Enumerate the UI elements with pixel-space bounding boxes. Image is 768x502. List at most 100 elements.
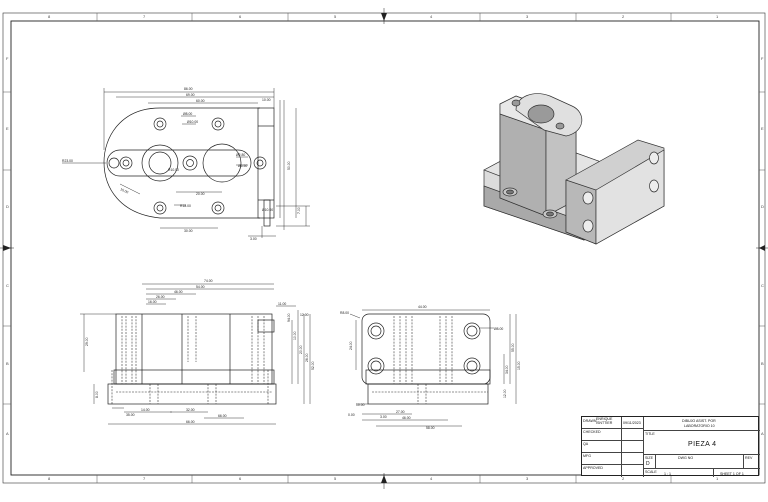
zone-label: 8: [48, 476, 51, 481]
qa-cell: QA: [582, 441, 622, 453]
zone-label: B: [6, 361, 9, 366]
dim-label: 11.00: [278, 302, 286, 306]
dim-label: 15.00: [517, 361, 521, 370]
mfg-date-cell: [622, 453, 644, 465]
zone-ticks: [3, 13, 765, 483]
dim-label: 74.00: [204, 279, 213, 283]
dim-label: 46.00: [174, 290, 183, 294]
rev-label: REV: [745, 456, 753, 460]
size-value: D: [646, 461, 650, 467]
drawn-name: ENRIQUE ISNTTIER: [596, 417, 613, 425]
approved-cell: APPROVED: [582, 465, 622, 477]
dim-label: R23.00: [62, 159, 73, 163]
sheet-number: SHEET 1 OF 1: [720, 472, 744, 476]
dim-label: Ø10.00: [187, 120, 198, 124]
zone-label: C: [6, 283, 9, 288]
zone-label: B: [761, 361, 764, 366]
zone-label: 5: [334, 476, 337, 481]
dim-label: R8.00: [340, 311, 349, 315]
drawn-date: 09/11/2023: [623, 421, 641, 425]
dim-label: 94.00: [287, 313, 291, 322]
zone-label: F: [761, 56, 764, 61]
dim-label: 30.00: [184, 229, 193, 233]
dim-label: 86.00: [184, 87, 193, 91]
front-view-dim-text: 74.00 54.00 46.00 26.00 16.00 11.00 29.0…: [85, 279, 315, 424]
dim-label: Ø6.50: [238, 164, 247, 168]
zone-label: 7: [143, 476, 146, 481]
scale-cell: SCALE 1 : 1: [644, 469, 714, 477]
zone-label: F: [6, 56, 9, 61]
dim-label: 58.00: [426, 426, 435, 430]
title-cell: TITLE PIEZA 4: [644, 431, 760, 455]
dim-label: 29.00: [85, 337, 89, 346]
dim-label: 26.00: [156, 295, 165, 299]
checked-cell: CHECKED: [582, 429, 622, 441]
dim-label: 20.00: [299, 345, 303, 354]
dwg-label: DWG NO: [678, 456, 694, 460]
company-cell: DIBUJO ASIST. POR LABORATORIO 10: [644, 417, 760, 431]
dim-label: 54.00: [196, 285, 205, 289]
dim-label: 24.00: [349, 341, 353, 350]
dim-label: Ø8.00: [494, 327, 503, 331]
title-label: TITLE: [645, 432, 655, 436]
zone-label: 1: [716, 14, 719, 19]
mfg-label: MFG: [583, 454, 591, 458]
dim-label: 8.00: [95, 391, 99, 398]
dim-label: 20.00: [196, 192, 205, 196]
title-block: DRAWN ENRIQUE ISNTTIER 09/11/2023 CHECKE…: [581, 416, 760, 477]
sheet-cell: SHEET 1 OF 1: [714, 469, 760, 477]
dim-label: 3.00: [250, 237, 257, 241]
inner-border: [10, 20, 760, 476]
drawn-cell: DRAWN ENRIQUE ISNTTIER: [582, 417, 622, 429]
dim-label: 35.00: [126, 413, 135, 417]
dim-label: 60.00: [196, 99, 205, 103]
dim-label: 14.00: [141, 408, 150, 412]
dim-label: 3.00: [380, 415, 387, 419]
dim-label: 46.00: [402, 416, 411, 420]
zone-label: D: [761, 204, 764, 209]
dim-label: 44.00: [418, 305, 427, 309]
dim-label: 69.00: [186, 93, 195, 97]
size-label: SIZE: [645, 456, 653, 460]
dim-label: 66.00: [186, 420, 195, 424]
zone-label: C: [761, 283, 764, 288]
company-line2: LABORATORIO 10: [684, 424, 715, 428]
zone-label: 3: [526, 14, 529, 19]
dim-label: 10.00: [356, 403, 365, 407]
zone-label: E: [6, 126, 9, 131]
checked-label: CHECKED: [583, 430, 601, 434]
qa-date-cell: [622, 441, 644, 453]
zone-label: 2: [622, 14, 625, 19]
approved-date-cell: [622, 465, 644, 477]
dim-label: Ø8.00: [183, 112, 192, 116]
dim-label: 27.00: [396, 410, 405, 414]
top-view-dim-text: 86.00 69.00 60.00 10.00 R23.00 Ø8.00 Ø10…: [62, 87, 301, 241]
zone-label: 5: [334, 14, 337, 19]
dim-label: 16.00: [148, 300, 157, 304]
date-cell: 09/11/2023: [622, 417, 644, 429]
approved-label: APPROVED: [583, 466, 603, 470]
dim-label: Ø10.00: [262, 208, 273, 212]
dwg-cell: DWG NO: [656, 455, 744, 469]
company-line1: DIBUJO ASIST. POR: [682, 419, 716, 423]
dim-label: R10.00: [168, 168, 179, 172]
zone-label: 3: [526, 476, 529, 481]
rev-cell: REV: [744, 455, 760, 469]
isometric-view: [483, 93, 665, 245]
zone-label: A: [6, 431, 9, 436]
dim-label: 32.00: [186, 408, 195, 412]
zone-label: D: [6, 204, 9, 209]
dim-label: 0.00: [348, 413, 355, 417]
size-cell: SIZE D: [644, 455, 656, 469]
zone-label: A: [761, 431, 764, 436]
zone-label: 4: [430, 476, 433, 481]
side-view-dim-text: R8.00 44.00 Ø8.00 24.00 55.00 34.00 15.0…: [340, 305, 521, 430]
mfg-cell: MFG: [582, 453, 622, 465]
dim-label: 34.00: [505, 365, 509, 374]
zone-label: 2: [622, 476, 625, 481]
dim-label: 12.00: [503, 389, 507, 398]
dim-label: 7.00: [297, 207, 301, 214]
scale-label: SCALE: [645, 470, 657, 474]
